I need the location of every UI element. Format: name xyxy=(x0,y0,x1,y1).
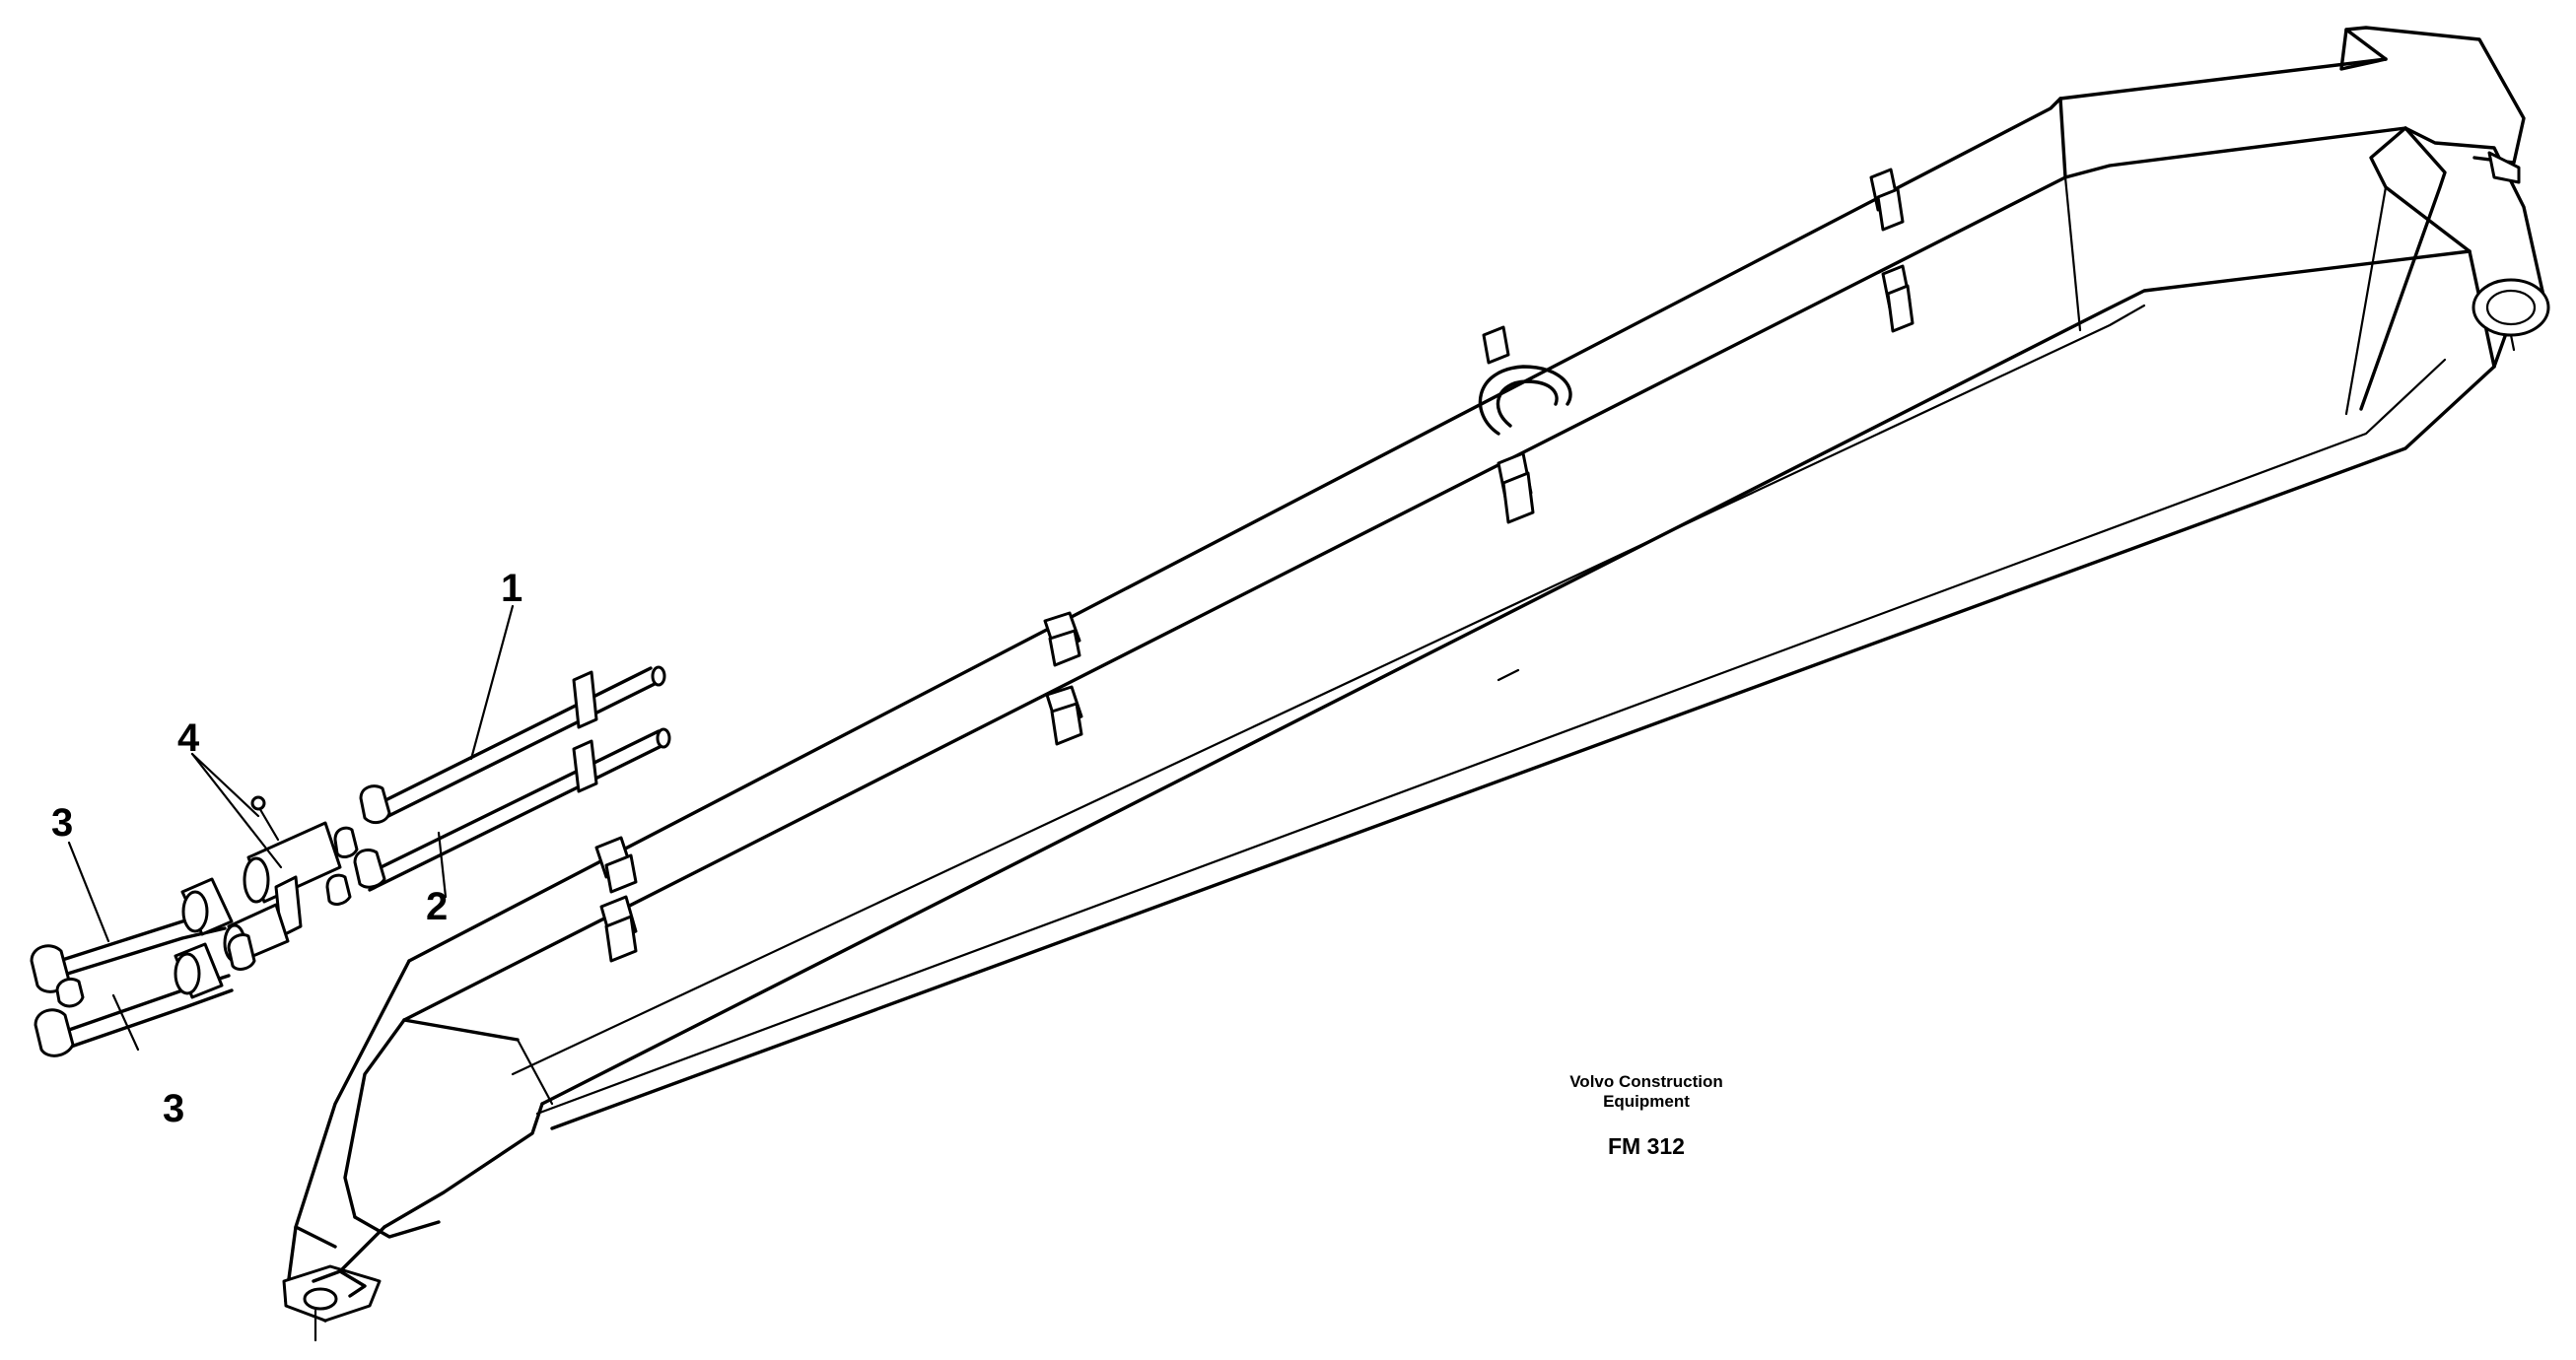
hose-3-lower xyxy=(34,933,256,1057)
clamp-pair-2 xyxy=(1043,611,1083,746)
publisher-credit: Volvo Construction Equipment FM 312 xyxy=(1489,1072,1804,1160)
callout-3-lower: 3 xyxy=(163,1087,184,1130)
credit-line-1: Volvo Construction xyxy=(1569,1072,1723,1091)
hose-3-upper xyxy=(30,877,234,1008)
valve-block xyxy=(223,795,359,963)
credit-line-2: Equipment xyxy=(1603,1092,1690,1111)
callout-numbers: 1 2 3 3 4 xyxy=(51,567,522,1130)
callout-4: 4 xyxy=(177,716,200,760)
hose-assembly xyxy=(30,665,671,1057)
hose-2 xyxy=(353,727,671,892)
callout-1: 1 xyxy=(501,567,522,610)
clamp-pair-4 xyxy=(1869,168,1915,333)
hose-1 xyxy=(359,665,666,825)
callout-leaders xyxy=(67,604,515,1052)
hose-clamps xyxy=(594,168,1915,963)
clamp-pair-1 xyxy=(594,836,638,963)
figure-code: FM 312 xyxy=(1608,1133,1685,1159)
callout-3-upper: 3 xyxy=(51,801,73,845)
boom-body xyxy=(282,26,2550,1342)
clamp-pair-3 xyxy=(1478,325,1572,524)
callout-2: 2 xyxy=(426,885,448,928)
